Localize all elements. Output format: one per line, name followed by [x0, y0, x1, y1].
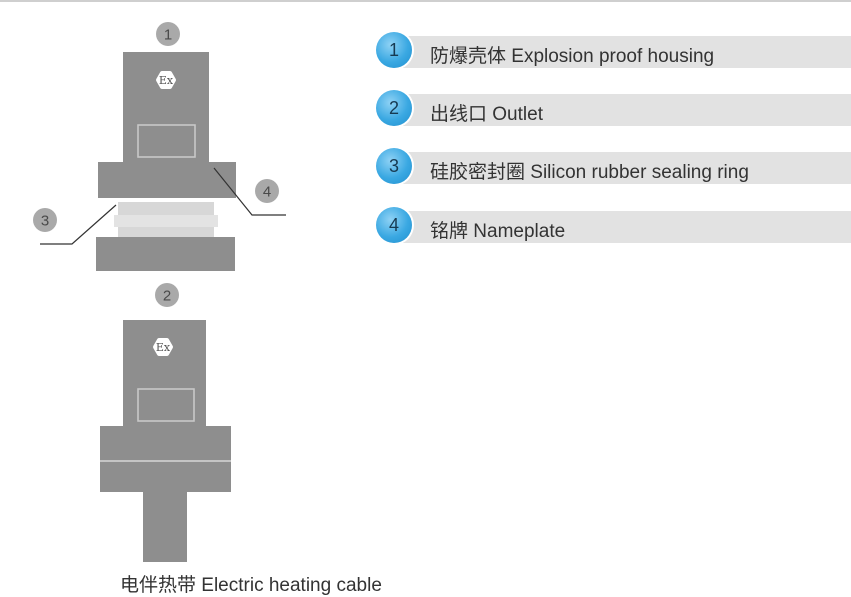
legend-number-badge: 2	[376, 90, 412, 126]
cable-caption: 电伴热带 Electric heating cable	[120, 575, 382, 596]
electric-heating-cable	[143, 492, 187, 562]
legend-item-2: 2 出线口 Outlet	[376, 90, 851, 130]
callout-4-leader	[213, 167, 286, 216]
legend-bar	[392, 152, 851, 184]
housing-diagram: 1 Ex 3 4 2 Ex	[33, 22, 286, 562]
housing-flange	[98, 162, 236, 198]
top-divider	[0, 0, 851, 2]
legend-item-4: 4 铭牌 Nameplate	[376, 207, 851, 247]
legend-item-3: 3 硅胶密封圈 Silicon rubber sealing ring	[376, 148, 851, 188]
callout-3-leader	[40, 204, 117, 245]
legend-item-1: 1 防爆壳体 Explosion proof housing	[376, 32, 851, 72]
callout-2-circle	[155, 283, 179, 307]
silicon-rubber-sealing-ring	[114, 202, 218, 237]
legend-number-badge: 3	[376, 148, 412, 184]
callout-1-number: 1	[164, 27, 172, 44]
legend-label: 出线口 Outlet	[430, 104, 543, 125]
ex-mark-icon: Ex	[156, 71, 176, 89]
legend-bar	[392, 94, 851, 126]
explosion-proof-housing	[123, 52, 209, 162]
assembled-nameplate	[137, 388, 195, 422]
svg-text:Ex: Ex	[156, 341, 171, 354]
assembled-unit: Ex	[100, 320, 231, 562]
callout-1-circle	[156, 22, 180, 46]
legend-number-badge: 1	[376, 32, 412, 68]
legend-label: 防爆壳体 Explosion proof housing	[430, 46, 715, 67]
legend-label: 硅胶密封圈 Silicon rubber sealing ring	[430, 162, 749, 183]
legend-number-badge: 4	[376, 207, 412, 243]
exploded-assembly: 1 Ex 3 4	[33, 22, 286, 271]
callout-3-circle	[33, 208, 57, 232]
legend-bar	[392, 211, 851, 243]
assembled-housing	[123, 320, 206, 426]
callout-2-number: 2	[163, 288, 171, 305]
outlet-base	[96, 237, 235, 271]
assembled-flange	[100, 426, 231, 492]
ex-mark-icon: Ex	[153, 338, 173, 356]
legend-bar	[392, 36, 851, 68]
nameplate	[137, 124, 196, 158]
callout-4-number: 4	[263, 184, 271, 201]
callout-4-circle	[255, 179, 279, 203]
legend-label: 铭牌 Nameplate	[430, 221, 566, 242]
svg-text:Ex: Ex	[159, 74, 174, 87]
callout-3-number: 3	[41, 213, 49, 230]
